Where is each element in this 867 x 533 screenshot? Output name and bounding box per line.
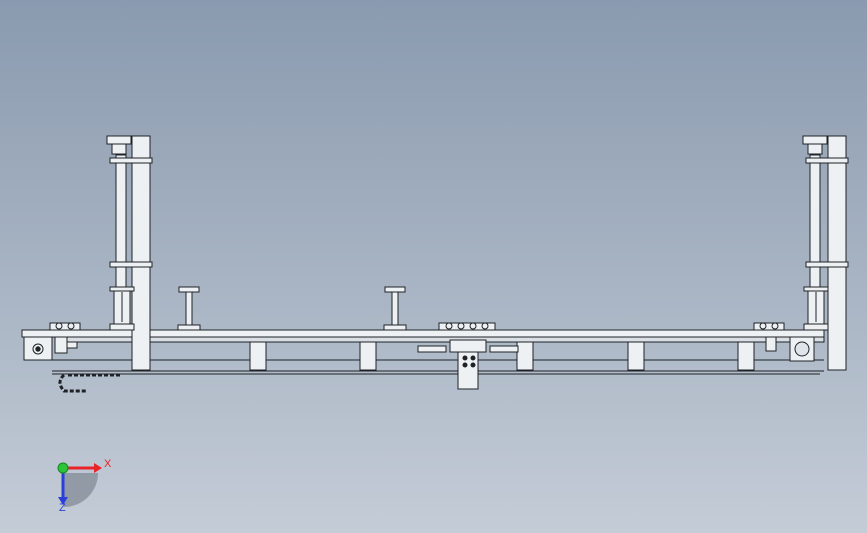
beam-lower-plate — [59, 336, 825, 343]
drive-chain — [58, 373, 120, 393]
carriage-slide-left — [417, 345, 447, 353]
axis-triad — [57, 462, 102, 507]
locating-pin — [177, 286, 201, 331]
locating-pin — [383, 286, 407, 331]
rail-bracket — [627, 341, 645, 371]
bearing-block-right — [753, 322, 785, 331]
left-drive-housing — [54, 336, 68, 354]
right-upright-post — [827, 135, 847, 371]
y-axis-dot — [57, 462, 69, 474]
center-carriage-plate — [449, 339, 487, 353]
bearing-block-left — [49, 322, 81, 331]
rail-bracket — [249, 341, 267, 371]
triad-plane-shading — [64, 473, 98, 507]
left-upright-post — [131, 135, 151, 371]
z-axis-label: Z — [59, 502, 66, 514]
rail-bracket — [359, 341, 377, 371]
rail-bracket — [516, 341, 534, 371]
rail-bracket — [737, 341, 755, 371]
center-carriage-block — [457, 351, 479, 390]
bearing-block-center — [438, 322, 496, 331]
x-axis-label: X — [104, 458, 112, 470]
carriage-slide-right — [489, 345, 519, 353]
